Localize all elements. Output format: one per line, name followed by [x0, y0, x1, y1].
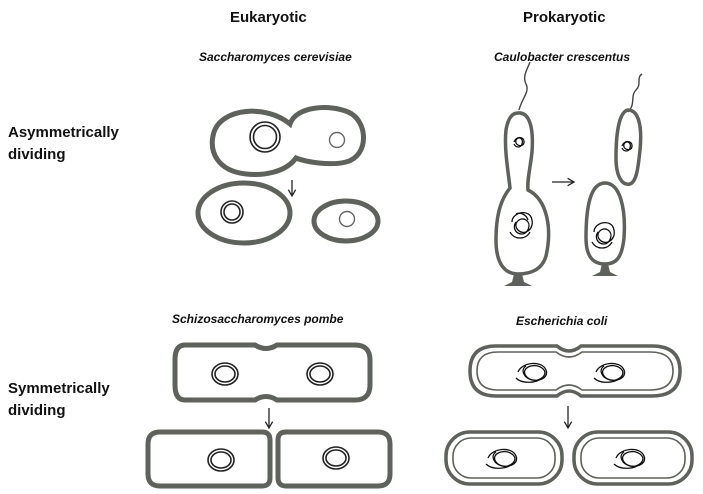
c-crescentus-stalked-cell-stalk: [592, 264, 618, 276]
e-coli-daughter-cell-right: [572, 430, 694, 486]
c-crescentus-swarmer-flagellum: [627, 73, 643, 113]
row-header-symmetric: Symmetrically dividing: [8, 378, 110, 422]
c-crescentus-flagellum: [518, 61, 531, 111]
c-crescentus-stalked-cell: [584, 181, 627, 276]
e-coli-dividing-cell: [468, 344, 682, 398]
e-coli-daughter-cell-left: [444, 430, 564, 486]
s-pombe-daughter-cell-right: [275, 429, 393, 489]
s-pombe-dividing-cell: [172, 342, 373, 403]
s-pombe-daughter-cell-left: [145, 429, 273, 489]
prokaryotic-column-header: Prokaryotic: [523, 9, 606, 26]
row-header-asymmetric: Asymmetrically dividing: [8, 122, 119, 166]
eukaryotic-column-header: Eukaryotic: [230, 9, 307, 26]
row-header-asymmetric-line1: Asymmetrically: [8, 124, 119, 141]
row-header-symmetric-line1: Symmetrically: [8, 380, 110, 397]
c-crescentus-swarmer-cell: [614, 73, 643, 186]
c-crescentus-predivisional-cell: [494, 61, 551, 286]
row-header-asymmetric-line2: dividing: [8, 146, 66, 163]
species-label-s-cerevisiae: Saccharomyces cerevisiae: [199, 50, 352, 64]
species-label-c-crescentus: Caulobacter crescentus: [494, 50, 631, 64]
s-cerevisiae-daughter-cell: [311, 198, 381, 244]
row-header-symmetric-line2: dividing: [8, 402, 66, 419]
s-cerevisiae-mother-cell: [195, 180, 293, 246]
c-crescentus-stalk: [504, 274, 532, 286]
species-label-e-coli: Escherichia coli: [516, 314, 608, 328]
s-cerevisiae-budding-cell: [209, 105, 366, 177]
species-label-s-pombe: Schizosaccharomyces pombe: [172, 312, 344, 326]
